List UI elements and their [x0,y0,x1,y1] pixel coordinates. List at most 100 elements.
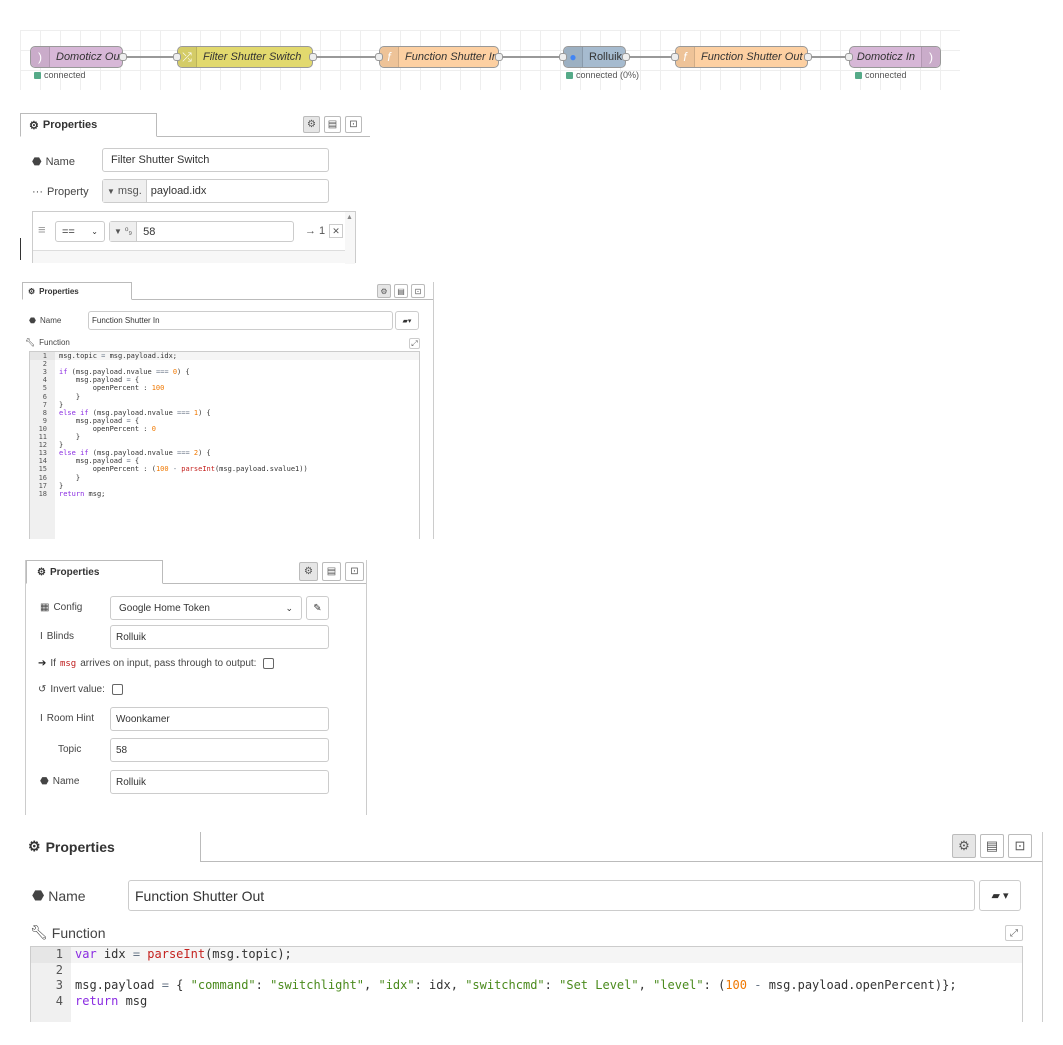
caret-down-icon: ▼ [107,186,115,196]
undo-icon: ↺ [38,684,47,695]
tab-properties[interactable]: ⚙Properties [20,113,157,137]
expand-editor-button[interactable]: ⤢ [409,338,420,349]
scroll-up-icon[interactable]: ▲ [346,214,353,221]
operator-select[interactable]: ==⌄ [55,221,105,242]
node-filter-shutter-switch[interactable]: ⤮ Filter Shutter Switch [173,46,317,68]
code-line[interactable]: 11 } [30,433,419,441]
remove-rule-button[interactable]: ✕ [329,224,343,238]
code-line[interactable]: 15 openPercent : (100 - parseInt(msg.pay… [30,465,419,473]
code-line[interactable]: 2 [30,360,419,368]
flow-canvas[interactable]: ) Domoticz Out connected ⤮ Filter Shutte… [20,30,960,90]
code-text: openPercent : 100 [59,384,165,393]
appearance-tab-button[interactable]: ⊡ [345,116,362,133]
settings-tab-button[interactable]: ⚙ [952,834,976,858]
wire[interactable] [628,56,686,58]
wire[interactable] [125,56,177,58]
tab-properties[interactable]: ⚙Properties [26,560,163,584]
code-line[interactable]: 9 msg.payload = { [30,417,419,425]
input-port[interactable] [845,53,853,61]
settings-tab-button[interactable]: ⚙ [303,116,320,133]
value-type-select[interactable]: ▼⁰₉ [110,222,138,241]
name-input[interactable]: Function Shutter In [88,311,393,330]
drag-handle-icon[interactable]: ≡ [38,222,46,237]
appearance-tab-button[interactable]: ⊡ [411,284,425,298]
line-number: 3 [55,978,63,992]
scrollbar[interactable]: ▲ [345,212,355,264]
status-dot [34,71,41,79]
code-line[interactable]: 16 } [30,474,419,482]
code-line[interactable]: 17} [30,482,419,490]
library-button[interactable]: ▰ ▾ [979,880,1021,911]
output-port[interactable] [119,53,127,61]
config-select[interactable]: Google Home Token⌄ [110,596,302,620]
code-line[interactable]: 2 [31,963,1022,979]
library-button[interactable]: ▰▾ [395,311,419,330]
name-input[interactable]: Function Shutter Out [128,880,975,911]
passthrough-checkbox[interactable] [263,658,275,669]
settings-tab-button[interactable]: ⚙ [377,284,391,298]
name-input[interactable]: Filter Shutter Switch [102,148,329,172]
description-tab-button[interactable]: ▤ [324,116,341,133]
node-rolluik[interactable]: ● Rolluik [559,46,630,68]
blinds-input[interactable]: Rolluik [110,625,329,649]
input-port[interactable] [671,53,679,61]
expand-editor-button[interactable]: ⤢ [1005,925,1023,941]
edit-config-button[interactable]: ✎ [306,596,329,620]
wire[interactable] [315,56,377,58]
output-port[interactable] [622,53,630,61]
description-tab-button[interactable]: ▤ [980,834,1004,858]
invert-checkbox[interactable] [111,684,123,695]
input-port[interactable] [173,53,181,61]
output-port[interactable] [309,53,317,61]
code-line[interactable]: 12} [30,441,419,449]
output-port[interactable] [495,53,503,61]
node-function-shutter-in[interactable]: f Function Shutter In [375,46,503,68]
wire[interactable] [810,56,848,58]
node-domoticz-in[interactable]: Domoticz In ) [845,46,941,68]
description-tab-button[interactable]: ▤ [322,562,341,581]
code-text: return msg [75,993,148,1008]
book-icon: ▰▾ [402,317,412,325]
tab-properties[interactable]: ⚙Properties [22,282,132,300]
topic-input[interactable]: 58 [110,738,329,762]
description-tab-button[interactable]: ▤ [394,284,408,298]
output-index: → 1 [305,225,326,237]
tab-properties[interactable]: ⚙Properties [28,838,115,855]
input-port[interactable] [559,53,567,61]
wire[interactable] [501,56,563,58]
code-line[interactable]: 7} [30,401,419,409]
appearance-tab-button[interactable]: ⊡ [345,562,364,581]
line-number: 2 [55,962,63,977]
wrench-icon: 🔧︎ [25,338,36,347]
text-cursor-icon: I [40,713,43,724]
name-input[interactable]: Rolluik [110,770,329,794]
node-function-shutter-out[interactable]: f Function Shutter Out [671,46,812,68]
text-cursor-icon: I [40,631,43,642]
rule-value-input[interactable]: ▼⁰₉ 58 [109,221,294,242]
code-line[interactable]: 10 openPercent : 0 [30,425,419,433]
property-input[interactable]: ▼msg. payload.idx [102,179,329,203]
code-line[interactable]: 14 msg.payload = { [30,457,419,465]
function-label: 🔧︎Function [25,338,70,347]
input-port[interactable] [375,53,383,61]
settings-tab-button[interactable]: ⚙ [299,562,318,581]
properties-panel-function-out: ⚙Properties ⚙ ▤ ⊡ ⬣Name Function Shutter… [25,832,1043,1022]
code-line[interactable]: 5 openPercent : 100 [30,384,419,392]
room-hint-input[interactable]: Woonkamer [110,707,329,731]
node-domoticz-out[interactable]: ) Domoticz Out [30,46,127,68]
code-line[interactable]: 6 } [30,393,419,401]
code-line[interactable]: 4 msg.payload = { [30,376,419,384]
appearance-tab-button[interactable]: ⊡ [1008,834,1032,858]
property-type-select[interactable]: ▼msg. [103,180,147,202]
output-port[interactable] [804,53,812,61]
